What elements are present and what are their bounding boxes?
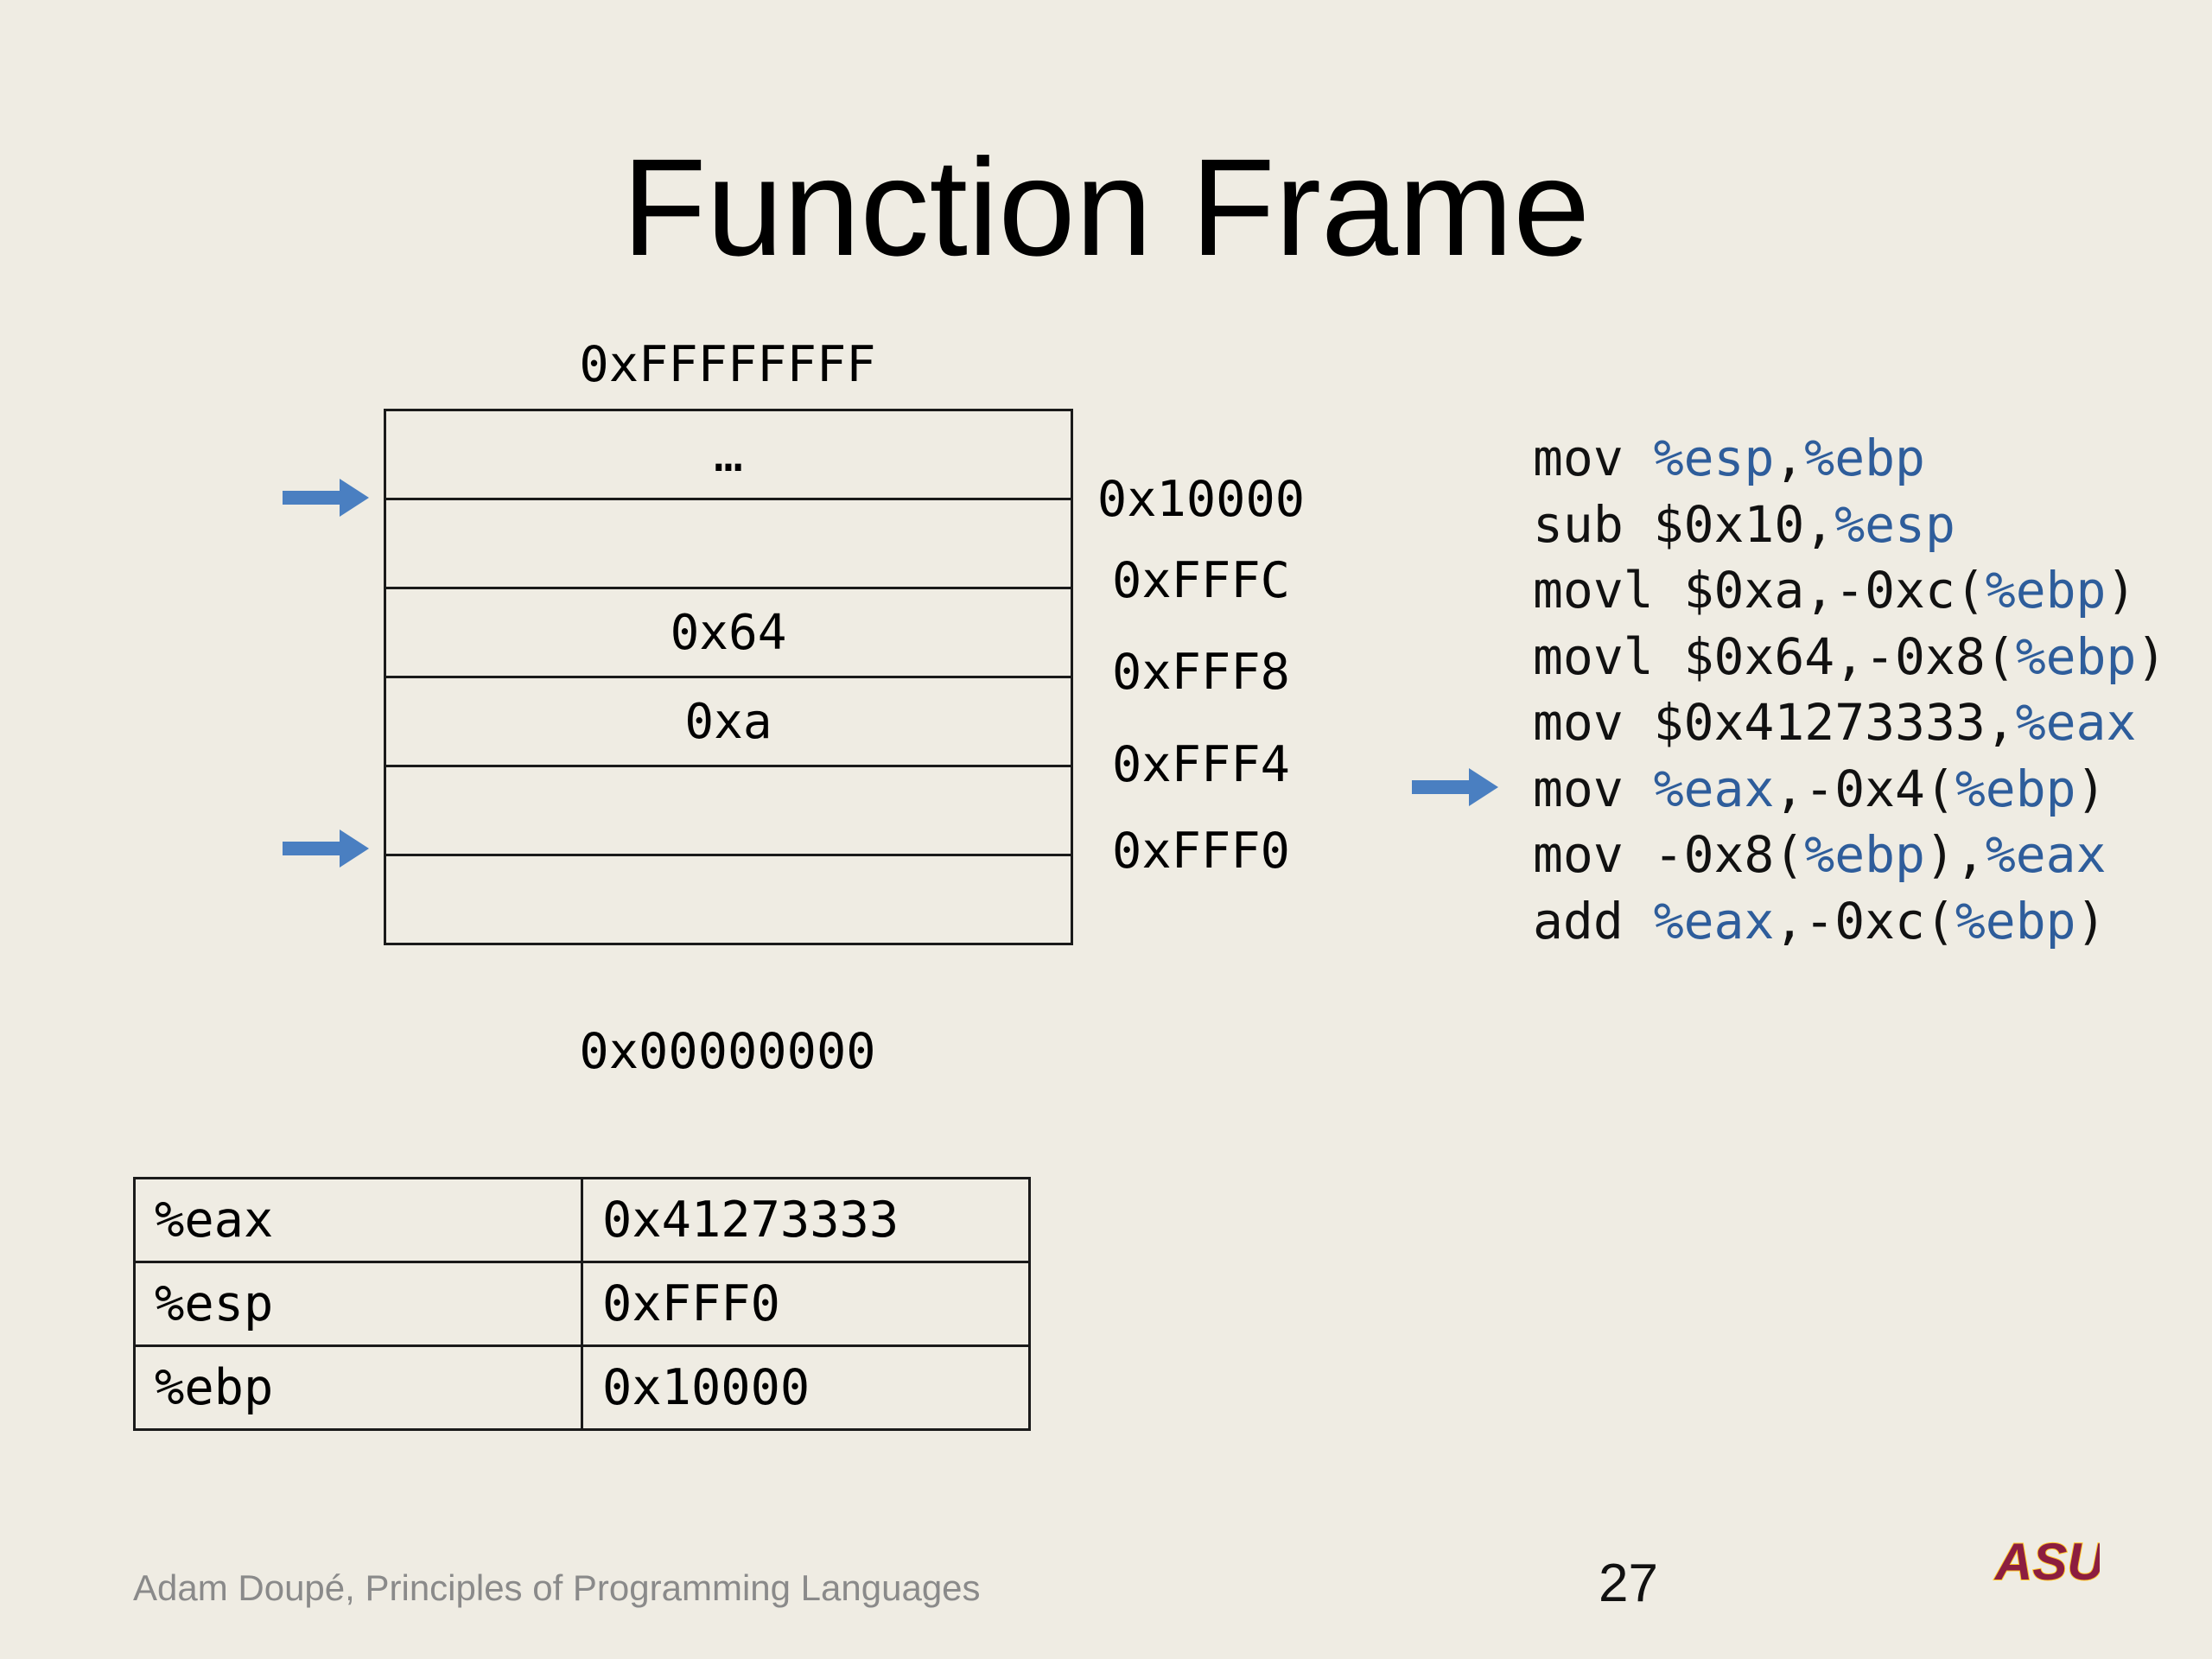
register-value: 0x41273333 bbox=[581, 1177, 1031, 1263]
code-token: ), bbox=[1924, 825, 1986, 884]
code-token: , bbox=[1774, 429, 1805, 487]
register-token: %eax bbox=[2015, 693, 2137, 752]
stack-cell bbox=[386, 765, 1071, 854]
register-name: %eax bbox=[133, 1177, 583, 1263]
code-token: movl $0x64,-0x8( bbox=[1533, 626, 2016, 686]
code-token: movl $0xa,-0xc( bbox=[1533, 561, 1986, 620]
register-token: %eax bbox=[1985, 825, 2107, 884]
code-line: sub $0x10,%esp bbox=[1533, 492, 2166, 558]
footer-author-course: Adam Doupé, Principles of Programming La… bbox=[133, 1567, 981, 1608]
table-row: %esp 0xFFF0 bbox=[133, 1261, 1031, 1347]
address-label: 0x10000 bbox=[1096, 471, 1306, 528]
code-line: mov %eax,-0x4(%ebp) bbox=[1533, 756, 2166, 823]
register-token: %ebp bbox=[1804, 825, 1925, 884]
stack-diagram: … 0x64 0xa bbox=[384, 409, 1073, 945]
register-token: %ebp bbox=[1955, 891, 2076, 950]
code-token: add bbox=[1533, 891, 1654, 950]
code-token: ) bbox=[2075, 759, 2107, 818]
stack-cell: 0x64 bbox=[386, 587, 1071, 676]
code-token: mov bbox=[1533, 429, 1654, 487]
register-token: %ebp bbox=[1985, 561, 2107, 620]
asu-logo-icon: ASU bbox=[1993, 1532, 2100, 1586]
code-token: sub $0x10, bbox=[1533, 494, 1835, 554]
code-token: mov $0x41273333, bbox=[1533, 693, 2016, 752]
register-token: %ebp bbox=[2015, 626, 2137, 686]
code-line: mov -0x8(%ebp),%eax bbox=[1533, 822, 2166, 888]
code-line: mov $0x41273333,%eax bbox=[1533, 690, 2166, 756]
register-token: %esp bbox=[1653, 429, 1775, 487]
code-line: add %eax,-0xc(%ebp) bbox=[1533, 888, 2166, 955]
register-token: %ebp bbox=[1955, 759, 2076, 818]
code-line: movl $0x64,-0x8(%ebp) bbox=[1533, 624, 2166, 690]
code-token: mov bbox=[1533, 759, 1654, 818]
code-line: mov %esp,%ebp bbox=[1533, 425, 2166, 492]
current-instruction-arrow-icon bbox=[1412, 768, 1498, 806]
register-token: %eax bbox=[1653, 759, 1775, 818]
register-name: %esp bbox=[133, 1261, 583, 1347]
code-token: ,-0xc( bbox=[1774, 891, 1955, 950]
register-token: %esp bbox=[1834, 494, 1955, 554]
ebp-arrow-icon bbox=[283, 479, 369, 517]
register-token: %ebp bbox=[1804, 429, 1925, 487]
address-label: 0xFFF4 bbox=[1112, 736, 1290, 793]
register-value: 0xFFF0 bbox=[581, 1261, 1031, 1347]
stack-cell: 0xa bbox=[386, 676, 1071, 765]
register-name: %ebp bbox=[133, 1344, 583, 1431]
svg-text:ASU: ASU bbox=[1993, 1533, 2100, 1586]
code-token: ) bbox=[2075, 891, 2107, 950]
slide-title: Function Frame bbox=[621, 130, 1591, 284]
address-label: 0xFFF0 bbox=[1112, 823, 1290, 880]
register-token: %eax bbox=[1653, 891, 1775, 950]
stack-cell bbox=[386, 498, 1071, 587]
address-label: 0xFFF8 bbox=[1112, 644, 1290, 701]
register-value: 0x10000 bbox=[581, 1344, 1031, 1431]
table-row: %ebp 0x10000 bbox=[133, 1344, 1031, 1431]
esp-arrow-icon bbox=[283, 830, 369, 868]
register-table: %eax 0x41273333 %esp 0xFFF0 %ebp 0x10000 bbox=[133, 1177, 1031, 1431]
code-line: movl $0xa,-0xc(%ebp) bbox=[1533, 557, 2166, 624]
code-token: ) bbox=[2106, 561, 2137, 620]
stack-cell: … bbox=[714, 426, 743, 483]
stack-bottom-address: 0x00000000 bbox=[579, 1023, 876, 1080]
stack-top-address: 0xFFFFFFFF bbox=[579, 336, 876, 393]
address-label: 0xFFFC bbox=[1112, 552, 1290, 609]
code-token: ) bbox=[2136, 626, 2167, 686]
code-token: mov -0x8( bbox=[1533, 825, 1805, 884]
code-token: ,-0x4( bbox=[1774, 759, 1955, 818]
table-row: %eax 0x41273333 bbox=[133, 1177, 1031, 1263]
page-number: 27 bbox=[1599, 1554, 1658, 1613]
stack-cell bbox=[386, 854, 1071, 943]
